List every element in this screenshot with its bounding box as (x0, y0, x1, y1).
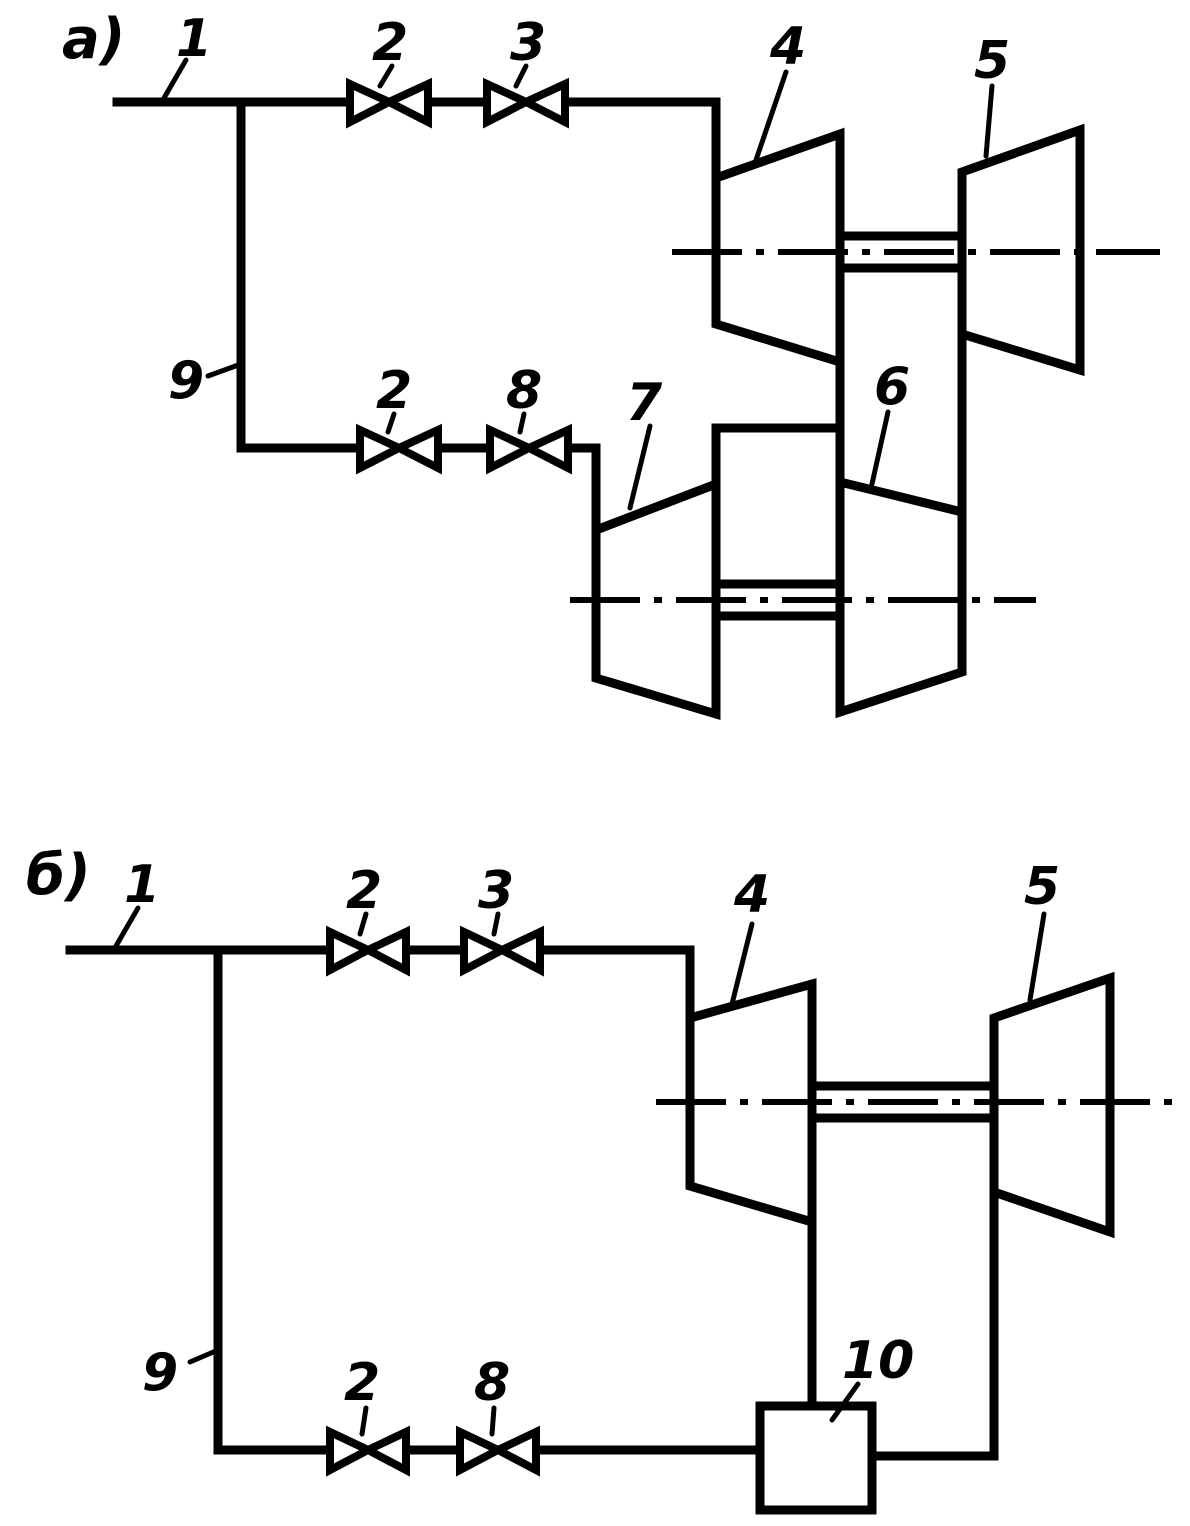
diagram-a: а) (62, 7, 1160, 721)
leader-4-a (753, 69, 789, 163)
leader-2-branch-b (359, 1405, 369, 1437)
label-4-b: 4 (733, 865, 770, 925)
label-8-b: 8 (474, 1353, 510, 1413)
turbine-6-a (835, 476, 967, 719)
leader-1-a (161, 57, 189, 101)
leader-4-b (729, 921, 755, 1007)
leader-5-a (983, 83, 995, 159)
upper-shaft-a (835, 231, 967, 273)
label-10-b: 10 (842, 1331, 914, 1391)
valve-8-branch-a (486, 423, 572, 475)
label-3-a: 3 (510, 13, 546, 73)
leader-3-a (513, 63, 529, 89)
lower-shaft-a (711, 579, 845, 621)
label-3-b: 3 (478, 861, 514, 921)
leader-2-main-b (357, 911, 369, 937)
turbine-5-a (957, 123, 1085, 377)
label-9-b: 9 (142, 1343, 178, 1403)
label-1-b: 1 (124, 855, 160, 915)
pipe-10-to-5-b (867, 1187, 999, 1461)
label-9-a: 9 (168, 351, 204, 411)
valve-2-branch-a (356, 423, 442, 475)
leader-10-b (829, 1381, 861, 1423)
valve-2-main-b (326, 925, 410, 977)
valve-3-main-b (460, 925, 544, 977)
leader-2-main-a (377, 63, 395, 89)
branch-pipe-a (236, 97, 365, 453)
turbine-5-b (989, 971, 1115, 1239)
part-label-b: б) (26, 843, 91, 908)
label-7-a: 7 (626, 373, 663, 433)
leader-9-a (205, 361, 244, 379)
valve-2-main-a (346, 77, 432, 129)
leader-6-a (869, 409, 891, 487)
leader-8-b (489, 1405, 497, 1437)
leader-7-a (627, 423, 653, 511)
leader-3-b (491, 911, 501, 937)
leader-2-branch-a (385, 411, 397, 435)
label-1-a: 1 (176, 9, 212, 69)
unit-10-b (755, 1401, 877, 1515)
label-5-b: 5 (1024, 857, 1060, 917)
pipe-to-turbine-7-a (563, 443, 601, 535)
label-2-branch-a: 2 (376, 361, 412, 421)
shaft-b (807, 1081, 999, 1123)
label-2-main-b: 2 (346, 861, 382, 921)
leader-1-b (113, 905, 141, 949)
leader-8-a (517, 411, 527, 435)
crossover-7-6-a (711, 423, 845, 489)
label-8-a: 8 (506, 361, 542, 421)
label-6-a: 6 (874, 357, 910, 417)
diagram-b: б) (26, 843, 1186, 1515)
turbine-7-a (591, 477, 721, 721)
valve-3-main-a (483, 77, 569, 129)
valve-8-branch-b (456, 1425, 540, 1477)
label-5-a: 5 (974, 31, 1010, 91)
label-2-branch-b: 2 (344, 1353, 380, 1413)
leader-5-b (1027, 911, 1047, 1003)
pipe-to-turbine-4-b (535, 945, 695, 1023)
part-label-a: а) (62, 7, 125, 72)
branch-pipe-b (213, 945, 335, 1455)
valve-2-branch-b (326, 1425, 410, 1477)
pipe-to-turbine-4-a (560, 97, 721, 183)
turbine-4-a (711, 127, 845, 369)
label-4-a: 4 (769, 17, 806, 77)
leader-9-b (187, 1347, 221, 1365)
label-2-main-a: 2 (372, 13, 408, 73)
